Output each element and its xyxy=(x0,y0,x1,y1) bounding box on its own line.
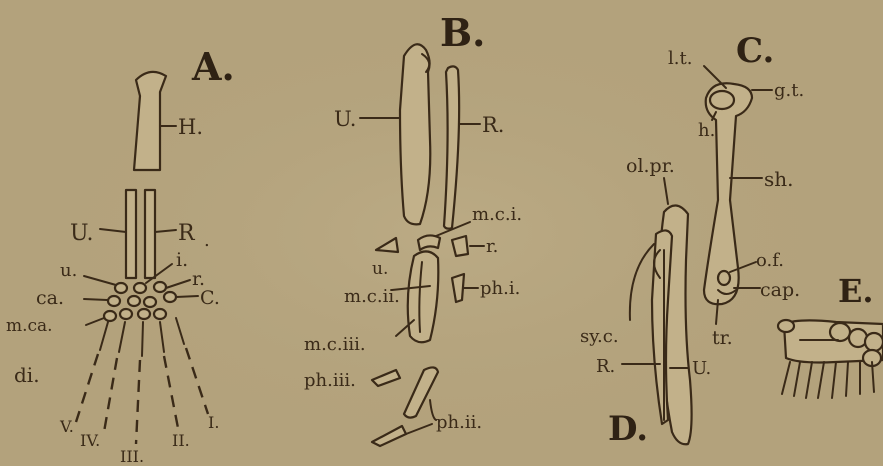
label-d-olpr: ol.pr. xyxy=(626,155,675,177)
carpal-ca-2 xyxy=(128,296,140,306)
label-c-h: h. xyxy=(698,120,715,141)
label-a-V: V. xyxy=(59,417,74,436)
label-a-I: I. xyxy=(208,413,219,432)
label-a-H: H. xyxy=(178,115,203,139)
ulna-bone-a xyxy=(126,190,136,278)
label-d-U: U. xyxy=(692,358,711,379)
svg-text:.: . xyxy=(204,230,210,251)
label-a-IV: IV. xyxy=(80,431,100,450)
panel-a-letter: A. xyxy=(191,44,235,89)
label-a-II: II. xyxy=(172,431,190,450)
label-a-ca: ca. xyxy=(36,287,64,309)
carpal-r-b xyxy=(452,236,468,256)
label-b-phiii: ph.iii. xyxy=(304,370,356,391)
carpal-c-2 xyxy=(164,292,176,302)
label-b-R: R. xyxy=(482,113,505,137)
panel-c-letter: C. xyxy=(736,31,774,71)
label-b-mciii: m.c.iii. xyxy=(304,334,366,355)
label-c-lt: l.t. xyxy=(668,48,692,69)
radius-bone-a xyxy=(145,190,155,278)
label-b-phii: ph.ii. xyxy=(436,412,482,433)
label-a-mca: m.ca. xyxy=(6,316,53,336)
label-a-u: u. xyxy=(60,260,77,281)
carpal-ca xyxy=(108,296,120,306)
label-c-tr: tr. xyxy=(712,327,733,349)
olecranon-fossa xyxy=(718,271,730,285)
label-b-r: r. xyxy=(486,236,498,257)
label-b-mci: m.c.i. xyxy=(472,204,522,225)
label-c-of: o.f. xyxy=(756,250,784,271)
label-a-R: R xyxy=(178,221,196,246)
carpal-c xyxy=(144,297,156,307)
label-a-c: C. xyxy=(200,287,220,309)
panel-d-letter: D. xyxy=(608,409,648,449)
carpal-radiale xyxy=(154,282,166,292)
panel-b-letter: B. xyxy=(440,10,485,55)
label-a-i: i. xyxy=(176,249,188,271)
label-a-di: di. xyxy=(14,363,40,387)
panel-e-letter: E. xyxy=(838,272,874,310)
label-a-U: U. xyxy=(70,221,94,246)
label-b-U: U. xyxy=(334,107,356,131)
label-d-R: R. xyxy=(596,356,615,377)
label-c-cap: cap. xyxy=(760,279,800,301)
label-a-III: III. xyxy=(120,447,144,466)
label-c-sh: sh. xyxy=(764,167,794,191)
carpal-intermedium xyxy=(134,283,146,293)
label-b-phi: ph.i. xyxy=(480,278,520,299)
label-b-mcii: m.c.ii. xyxy=(344,286,400,307)
label-b-u: u. xyxy=(372,259,388,279)
label-d-syc: sy.c. xyxy=(580,326,619,347)
label-c-gt: g.t. xyxy=(774,80,804,101)
humeral-head xyxy=(710,91,734,109)
